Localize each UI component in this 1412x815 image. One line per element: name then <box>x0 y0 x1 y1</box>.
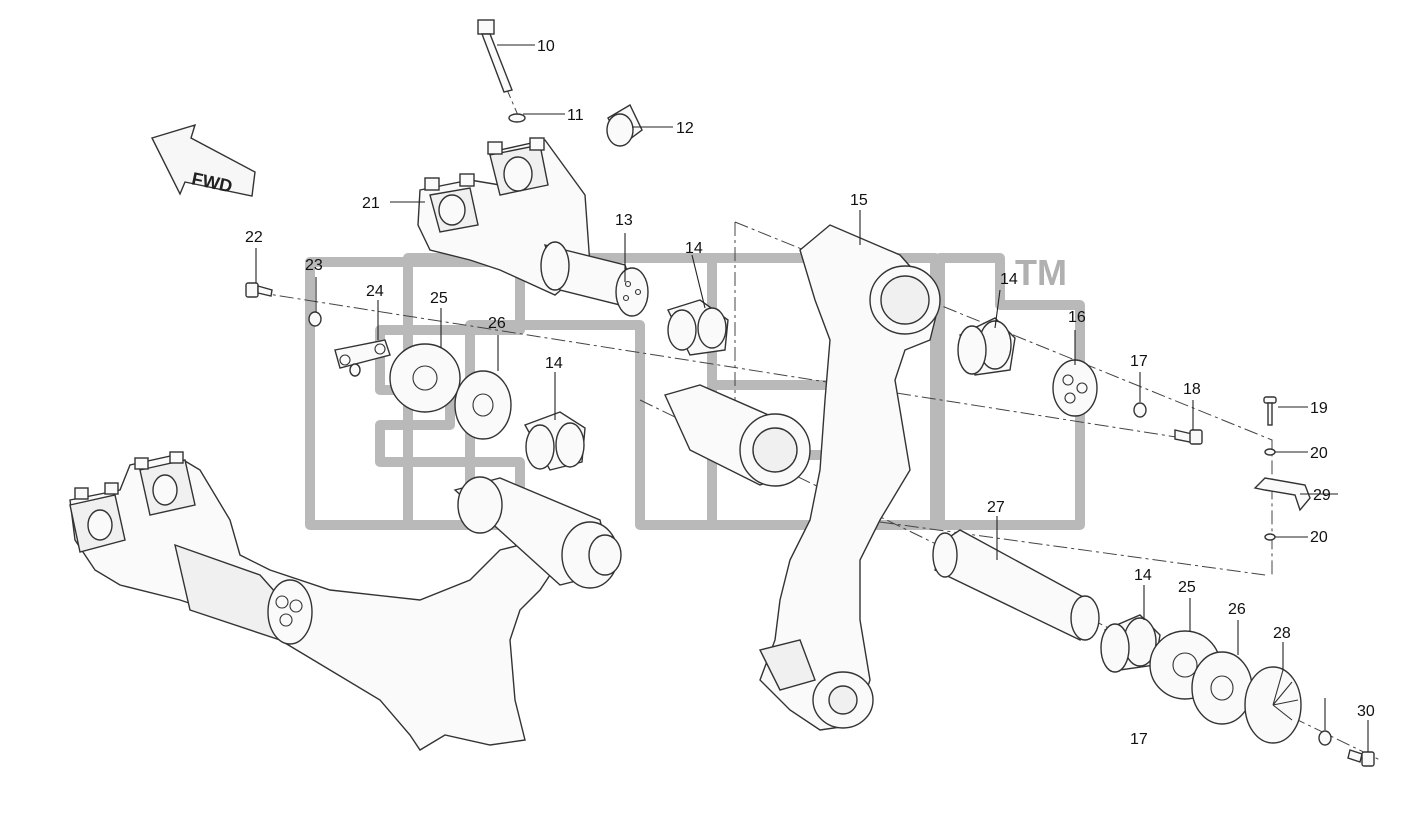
callout-14: 14 <box>1134 567 1152 584</box>
bushing-14-middle <box>523 411 586 471</box>
callout-25: 25 <box>430 290 448 307</box>
callout-leaders <box>255 44 1369 752</box>
callout-26: 26 <box>1228 601 1246 618</box>
shim-26-right <box>1191 651 1253 725</box>
callout-27: 27 <box>987 499 1005 516</box>
callout-29: 29 <box>1313 487 1331 504</box>
callout-14: 14 <box>1000 271 1018 288</box>
screw-19 <box>1263 396 1277 426</box>
lower-arm-assembly <box>69 451 622 751</box>
bolt-10 <box>477 19 513 93</box>
callout-24: 24 <box>366 283 384 300</box>
callout-10: 10 <box>537 38 555 55</box>
cap-16 <box>1052 359 1098 417</box>
bolt-18 <box>1174 429 1203 445</box>
washer-23 <box>308 311 322 327</box>
plate-28 <box>1244 666 1302 744</box>
callout-17: 17 <box>1130 353 1148 370</box>
callout-20: 20 <box>1310 529 1328 546</box>
washer-20-upper <box>1264 448 1276 456</box>
shim-25-left <box>389 343 461 413</box>
washer-17-lower <box>1318 730 1332 746</box>
forward-direction-arrow: FWD <box>151 123 256 197</box>
callout-25: 25 <box>1178 579 1196 596</box>
callout-15: 15 <box>850 192 868 209</box>
shaft-27 <box>932 529 1100 642</box>
callout-19: 19 <box>1310 400 1328 417</box>
callout-12: 12 <box>676 120 694 137</box>
callout-26: 26 <box>488 315 506 332</box>
clip-29 <box>1253 477 1311 512</box>
bushing-12 <box>606 104 643 147</box>
bolt-22 <box>245 282 273 298</box>
bushing-14-right <box>957 317 1016 376</box>
washer-17-upper <box>1133 402 1147 418</box>
watermark-trademark: TM <box>1015 252 1067 293</box>
retainer-bracket-24 <box>334 339 391 377</box>
lever-arm-15 <box>664 224 941 731</box>
callout-28: 28 <box>1273 625 1291 642</box>
callout-16: 16 <box>1068 309 1086 326</box>
callout-22: 22 <box>245 229 263 246</box>
callout-11: 11 <box>567 107 584 124</box>
callout-17: 17 <box>1130 731 1148 748</box>
washer-11 <box>508 113 526 123</box>
washer-20-lower <box>1264 533 1276 541</box>
callout-13: 13 <box>615 212 633 229</box>
callout-30: 30 <box>1357 703 1375 720</box>
bushing-14-lower <box>1100 614 1161 673</box>
bolt-30 <box>1347 749 1375 767</box>
callout-23: 23 <box>305 257 323 274</box>
pivot-pin-13 <box>540 241 649 317</box>
callout-14: 14 <box>545 355 563 372</box>
callout-21: 21 <box>362 195 380 212</box>
callout-18: 18 <box>1183 381 1201 398</box>
callout-20: 20 <box>1310 445 1328 462</box>
callout-14: 14 <box>685 240 703 257</box>
callout-labels: 10 11 12 13 14 14 14 14 15 16 17 17 18 19 20 20 21 22 23 24… <box>245 38 1375 748</box>
bushing-14-upper <box>667 299 729 356</box>
shim-26-left <box>454 370 512 440</box>
